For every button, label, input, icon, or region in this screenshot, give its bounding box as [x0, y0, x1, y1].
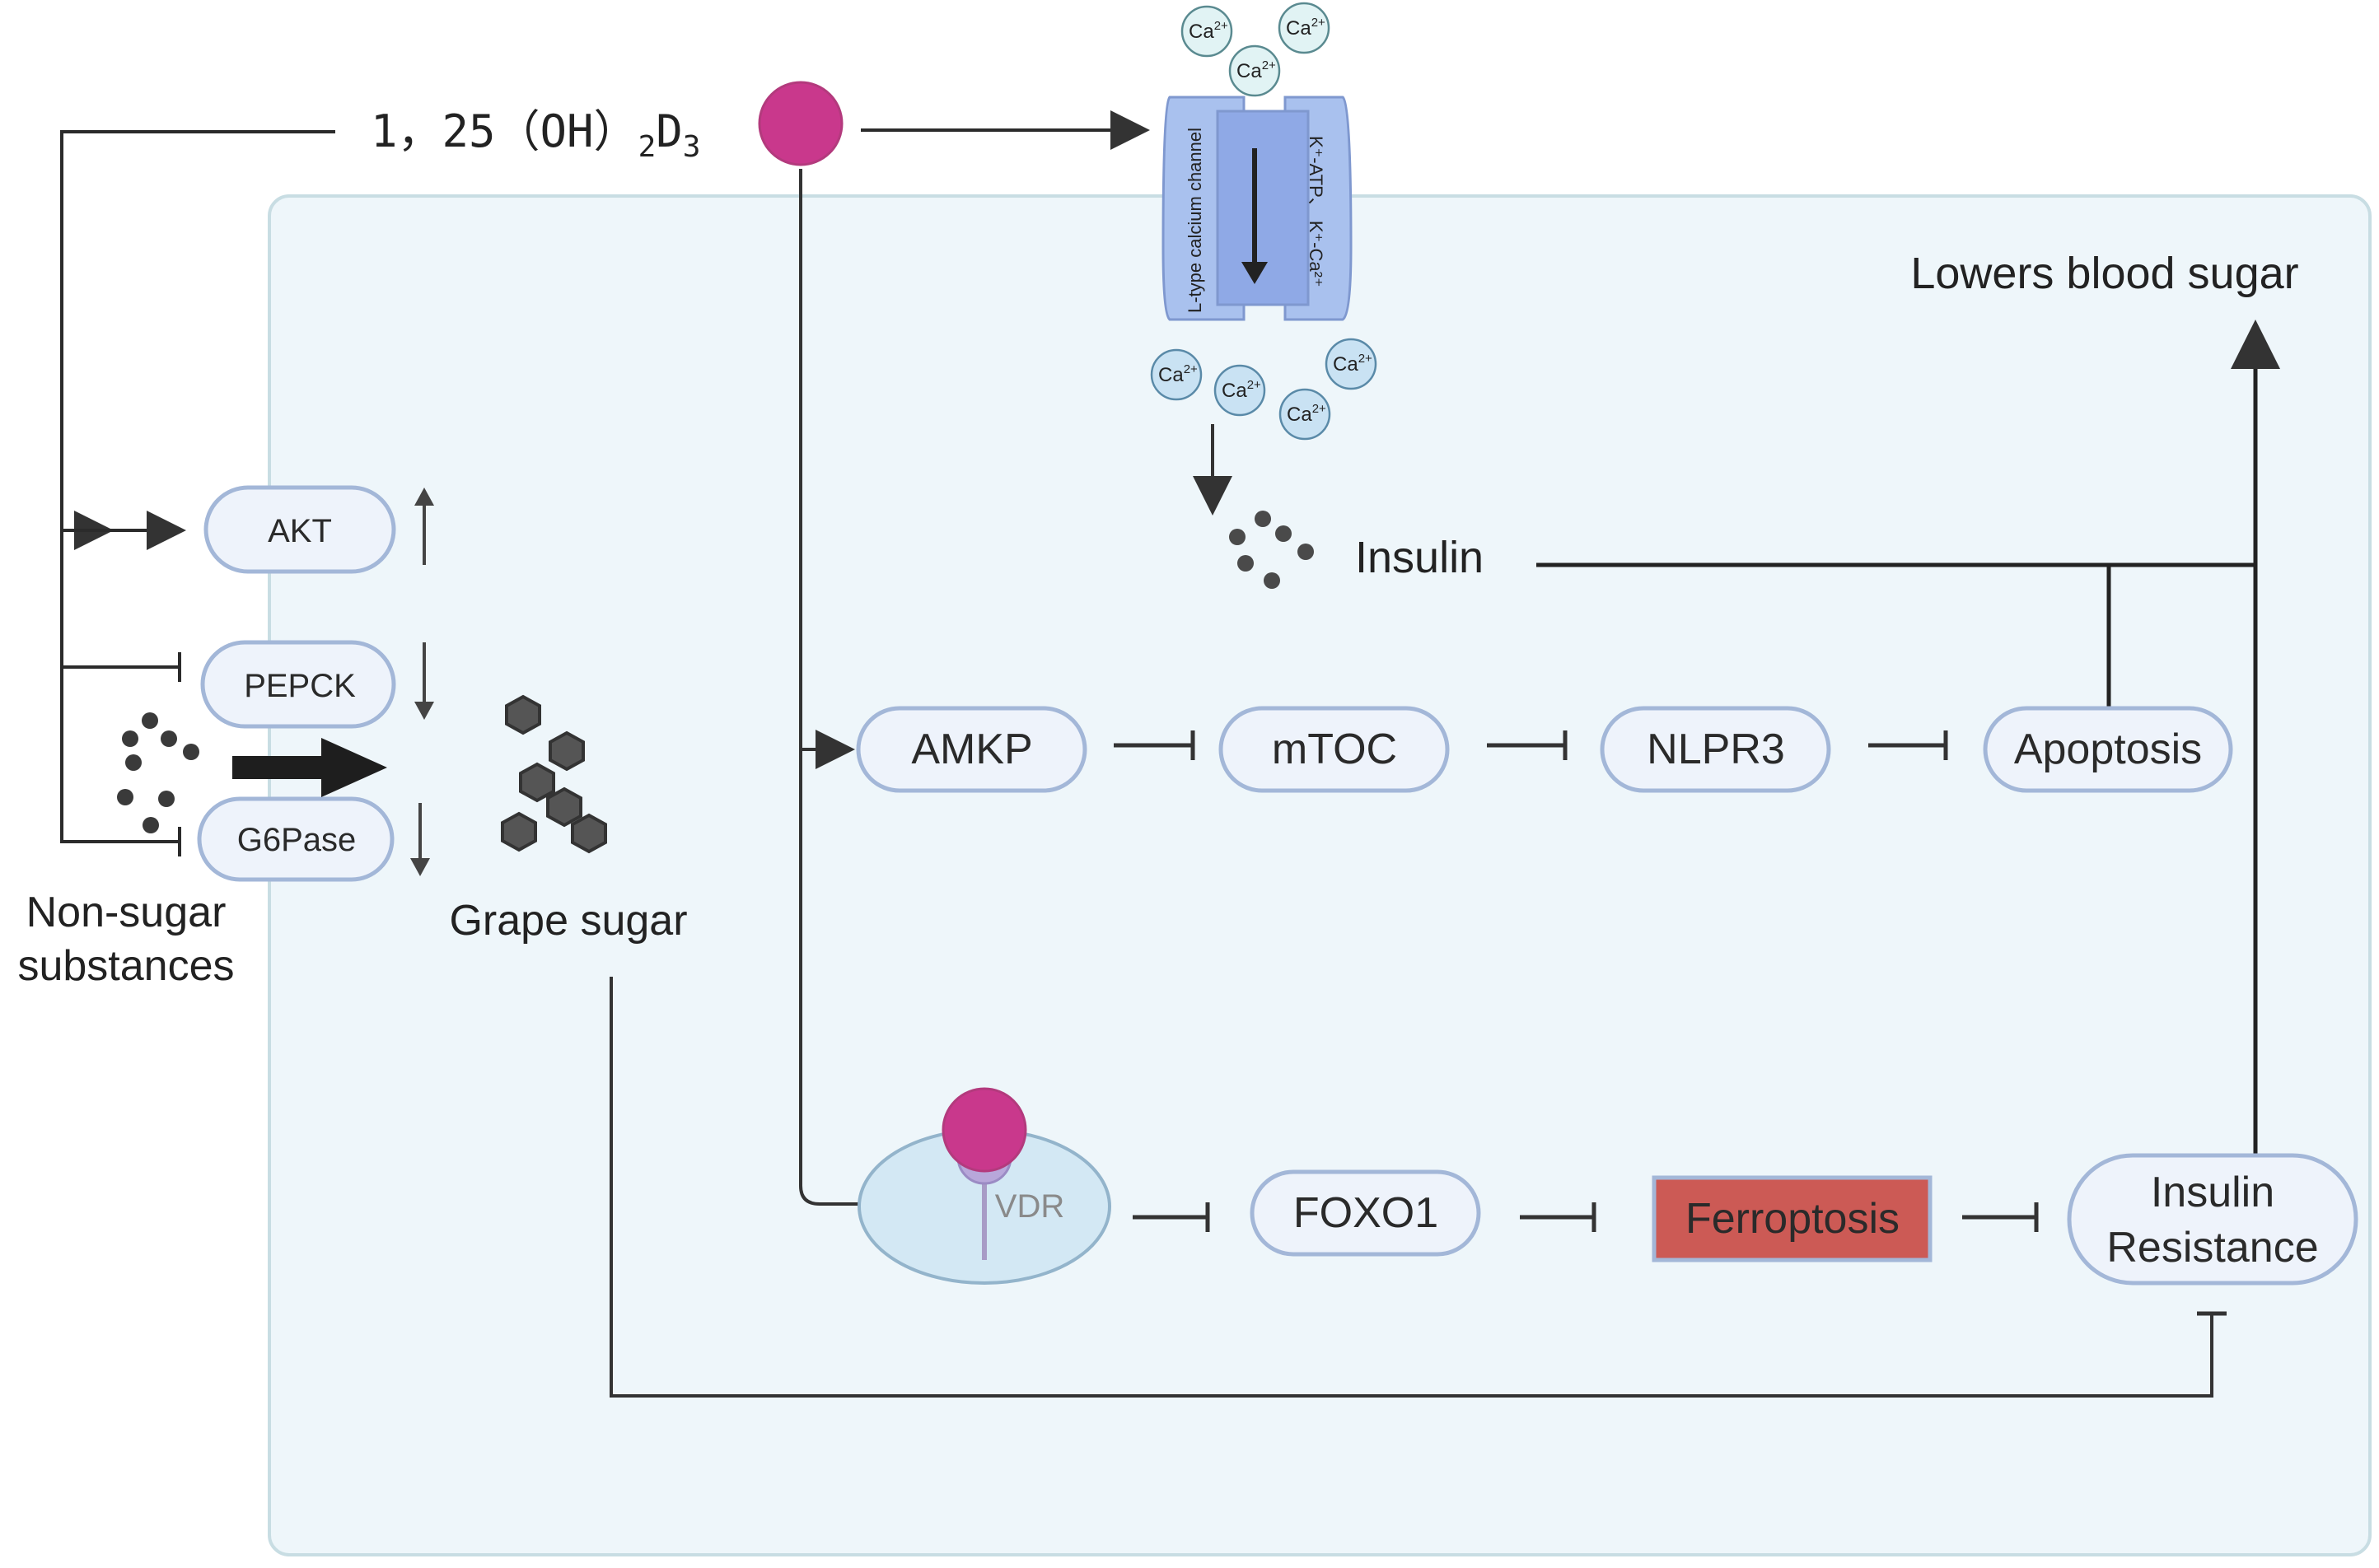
svg-text:Ca2+: Ca2+ — [1287, 402, 1326, 426]
svg-text:Ca2+: Ca2+ — [1236, 58, 1276, 82]
g6pase-down-indicator — [410, 803, 430, 876]
svg-text:Ferroptosis: Ferroptosis — [1685, 1195, 1900, 1243]
vdr-receptor: VDR — [858, 1087, 1111, 1285]
node-ferroptosis: Ferroptosis — [1652, 1175, 1933, 1262]
node-amkp: AMKP — [856, 706, 1087, 793]
node-nlpr3: NLPR3 — [1600, 706, 1831, 793]
calcium-channel: L-type calcium channel K⁺-ATP、 K⁺-Ca²⁺ — [1161, 96, 1353, 321]
svg-text:mTOC: mTOC — [1272, 726, 1397, 773]
ca-ion: Ca2+ — [1150, 348, 1203, 401]
node-pepck: PEPCK — [200, 640, 396, 729]
svg-text:VDR: VDR — [995, 1188, 1064, 1225]
pepck-down-indicator — [414, 642, 434, 720]
node-apoptosis: Apoptosis — [1983, 706, 2233, 793]
svg-text:Insulin: Insulin — [2151, 1169, 2274, 1216]
svg-text:Ca2+: Ca2+ — [1286, 16, 1325, 40]
non-sugar-dots — [117, 712, 199, 833]
svg-text:Ca2+: Ca2+ — [1158, 362, 1198, 386]
svg-text:NLPR3: NLPR3 — [1647, 726, 1785, 773]
vitamin-d-ligand — [758, 81, 844, 166]
inhibit-connectors-bottom — [1133, 1202, 2039, 1232]
insulin-connector — [1536, 562, 2255, 707]
node-g6pase: G6Pase — [197, 796, 395, 882]
node-akt: AKT — [203, 485, 396, 574]
insulin-granules — [1229, 511, 1314, 589]
ca-ion: Ca2+ — [1213, 364, 1266, 417]
ca-ion: Ca2+ — [1278, 2, 1330, 54]
svg-text:Ca2+: Ca2+ — [1333, 352, 1372, 376]
akt-up-indicator — [414, 488, 434, 565]
lowers-blood-sugar-label: Lowers blood sugar — [1910, 249, 2298, 298]
inhibit-connectors-middle — [1114, 730, 1948, 760]
ca-ion: Ca2+ — [1228, 44, 1281, 97]
svg-text:Apoptosis: Apoptosis — [2014, 726, 2202, 773]
non-sugar-label-line2: substances — [17, 942, 234, 990]
svg-text:Ca2+: Ca2+ — [1222, 378, 1261, 402]
svg-text:AMKP: AMKP — [911, 726, 1032, 773]
ca-ion: Ca2+ — [1278, 388, 1331, 441]
svg-text:Ca2+: Ca2+ — [1189, 19, 1228, 43]
node-insulin-resistance: Insulin Resistance — [2067, 1153, 2358, 1286]
node-mtoc: mTOC — [1218, 706, 1450, 793]
svg-text:PEPCK: PEPCK — [244, 668, 356, 704]
ligand-vertical-line — [799, 169, 937, 1224]
gluconeogenesis-big-arrow — [232, 738, 387, 797]
svg-text:Resistance: Resistance — [2106, 1224, 2318, 1272]
insulin-label: Insulin — [1355, 533, 1484, 582]
svg-text:FOXO1: FOXO1 — [1293, 1189, 1438, 1237]
channel-left-label: L-type calcium channel — [1185, 128, 1205, 313]
grape-sugar-label: Grape sugar — [449, 897, 687, 945]
svg-text:AKT: AKT — [268, 513, 332, 549]
ca-ion: Ca2+ — [1180, 5, 1233, 58]
glucose-hexagons — [501, 694, 607, 854]
node-foxo1: FOXO1 — [1250, 1169, 1481, 1257]
channel-right-label: K⁺-ATP、 K⁺-Ca²⁺ — [1306, 136, 1326, 287]
svg-text:G6Pase: G6Pase — [237, 822, 357, 858]
vitamin-d-label: 1，25（OH）2D3 — [371, 105, 700, 164]
ca-ion: Ca2+ — [1325, 338, 1377, 390]
glucose-to-ir-connector — [610, 977, 2213, 1398]
non-sugar-label-line1: Non-sugar — [26, 889, 227, 936]
